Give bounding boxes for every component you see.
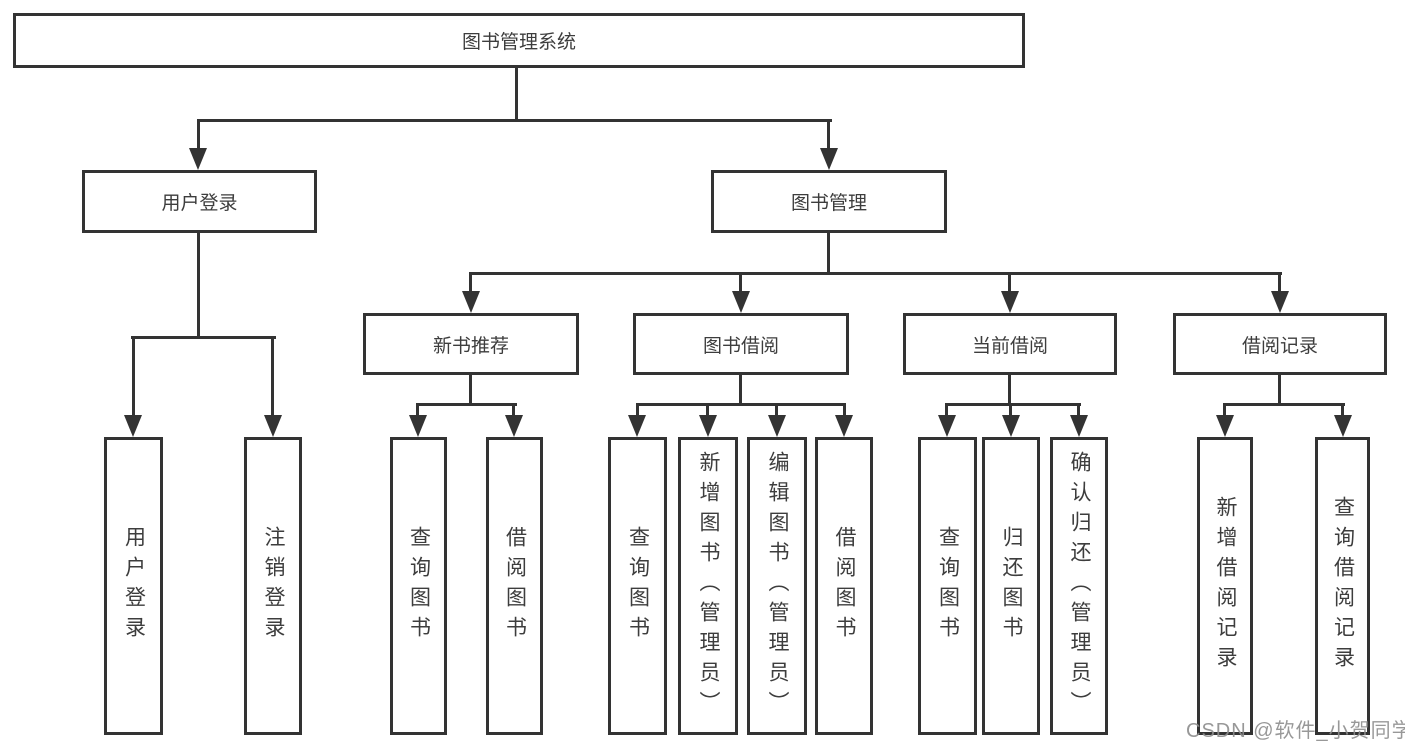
node-root-system: 图书管理系统 — [13, 13, 1025, 68]
edge-line — [1008, 272, 1011, 292]
node-book-borrowing: 图书借阅 — [633, 313, 849, 375]
edge-line — [827, 119, 830, 150]
leaf-return-books: 归还图书 — [982, 437, 1040, 735]
edge-line — [131, 336, 276, 339]
leaf-user-login: 用户登录 — [104, 437, 163, 735]
edge-line — [1223, 403, 1226, 418]
node-new-book-recommendation: 新书推荐 — [363, 313, 579, 375]
edge-line — [1009, 403, 1012, 418]
leaf-borrow-books: 借阅图书 — [815, 437, 873, 735]
node-book-management: 图书管理 — [711, 170, 947, 233]
edge-line — [636, 403, 846, 406]
node-borrowing-records: 借阅记录 — [1173, 313, 1387, 375]
edge-line — [197, 119, 200, 150]
edge-line — [469, 375, 472, 403]
edge-line — [739, 272, 742, 292]
arrow-down-icon — [124, 415, 142, 437]
node-current-borrowing: 当前借阅 — [903, 313, 1117, 375]
arrow-down-icon — [1002, 415, 1020, 437]
leaf-query-borrow-record: 查询借阅记录 — [1315, 437, 1370, 735]
arrow-down-icon — [1334, 415, 1352, 437]
arrow-down-icon — [768, 415, 786, 437]
arrow-down-icon — [699, 415, 717, 437]
arrow-down-icon — [462, 291, 480, 313]
edge-line — [197, 119, 832, 122]
arrow-down-icon — [505, 415, 523, 437]
edge-line — [1341, 403, 1344, 418]
edge-line — [843, 403, 846, 418]
leaf-logout: 注销登录 — [244, 437, 302, 735]
arrow-down-icon — [409, 415, 427, 437]
leaf-confirm-return-admin: 确认归还（管理员） — [1050, 437, 1108, 735]
edge-line — [775, 403, 778, 418]
edge-line — [827, 233, 830, 272]
leaf-borrow-books-recommend: 借阅图书 — [486, 437, 543, 735]
edge-line — [469, 272, 1282, 275]
arrow-down-icon — [938, 415, 956, 437]
edge-line — [636, 403, 639, 418]
leaf-add-books-admin: 新增图书（管理员） — [678, 437, 738, 735]
edge-line — [1223, 403, 1345, 406]
edge-line — [512, 403, 515, 418]
edge-line — [1278, 375, 1281, 403]
leaf-query-books-current: 查询图书 — [918, 437, 977, 735]
edge-line — [469, 272, 472, 292]
arrow-down-icon — [1070, 415, 1088, 437]
edge-line — [945, 403, 1081, 406]
edge-line — [416, 403, 517, 406]
arrow-down-icon — [189, 148, 207, 170]
edge-line — [416, 403, 419, 418]
leaf-add-borrow-record: 新增借阅记录 — [1197, 437, 1253, 735]
edge-line — [132, 336, 135, 417]
edge-line — [945, 403, 948, 418]
edge-line — [197, 233, 200, 336]
edge-line — [739, 375, 742, 403]
arrow-down-icon — [835, 415, 853, 437]
leaf-edit-books-admin: 编辑图书（管理员） — [747, 437, 807, 735]
node-user-login: 用户登录 — [82, 170, 317, 233]
arrow-down-icon — [264, 415, 282, 437]
edge-line — [1278, 272, 1281, 292]
csdn-watermark: CSDN @软件_小贺同学 — [1186, 720, 1405, 742]
edge-line — [271, 336, 274, 417]
edge-line — [1077, 403, 1080, 418]
arrow-down-icon — [732, 291, 750, 313]
arrow-down-icon — [820, 148, 838, 170]
edge-line — [515, 68, 518, 119]
leaf-query-books-recommend: 查询图书 — [390, 437, 447, 735]
arrow-down-icon — [1216, 415, 1234, 437]
edge-line — [1008, 375, 1011, 403]
leaf-query-books-borrow: 查询图书 — [608, 437, 667, 735]
arrow-down-icon — [628, 415, 646, 437]
edge-line — [706, 403, 709, 418]
arrow-down-icon — [1271, 291, 1289, 313]
arrow-down-icon — [1001, 291, 1019, 313]
